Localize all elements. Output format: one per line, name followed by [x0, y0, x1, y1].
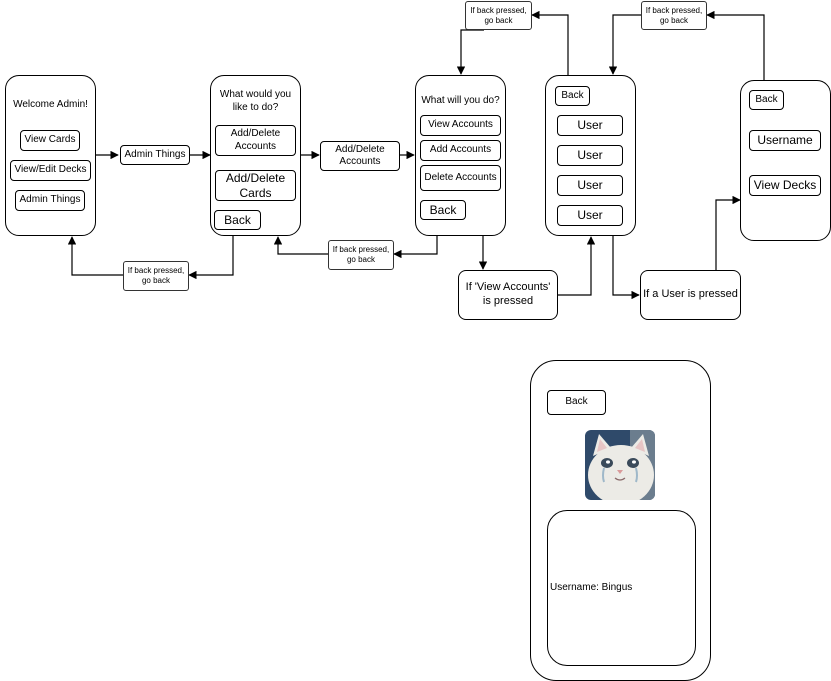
- arrow-user-list-to-user-condition: [612, 236, 640, 300]
- user-pressed-condition: If a User is pressed: [640, 270, 741, 320]
- delete-accounts-button[interactable]: Delete Accounts: [420, 165, 501, 191]
- welcome-title: Welcome Admin!: [13, 99, 88, 111]
- back-note-accounts: If back pressed, go back: [465, 1, 532, 30]
- back-note-welcome: If back pressed, go back: [123, 261, 189, 291]
- accounts-title: What will you do?: [421, 95, 500, 107]
- view-edit-decks-button[interactable]: View/Edit Decks: [10, 160, 91, 181]
- arrow-user-list-back-to-note: [531, 10, 569, 75]
- arrow-note-to-welcome: [67, 236, 123, 276]
- add-accounts-button[interactable]: Add Accounts: [420, 140, 501, 161]
- admin-things-button[interactable]: Admin Things: [15, 190, 85, 211]
- arrow-note-to-accounts: [456, 29, 484, 75]
- view-accounts-condition: If 'View Accounts' is pressed: [458, 270, 558, 320]
- arrow-detail-back-to-note: [706, 10, 765, 80]
- profile-back-button[interactable]: Back: [547, 390, 606, 415]
- arrow-user-condition-to-detail: [715, 195, 741, 270]
- user-button-2[interactable]: User: [557, 145, 623, 166]
- admin-back-button[interactable]: Back: [214, 210, 261, 230]
- user-detail-back-button[interactable]: Back: [749, 90, 784, 110]
- admin-things-transition: Admin Things: [120, 145, 190, 165]
- user-button-3[interactable]: User: [557, 175, 623, 196]
- view-decks-button[interactable]: View Decks: [749, 175, 821, 196]
- user-button-1[interactable]: User: [557, 115, 623, 136]
- profile-info-panel: [547, 510, 696, 666]
- profile-avatar-crying-cat: [585, 430, 655, 500]
- user-button-4[interactable]: User: [557, 205, 623, 226]
- arrow-view-condition-to-user-list: [558, 236, 596, 296]
- username-button[interactable]: Username: [749, 130, 821, 151]
- add-delete-accounts-transition: Add/Delete Accounts: [320, 141, 400, 171]
- arrow-note-to-user-list: [608, 14, 641, 75]
- profile-username-text: Username: Bingus: [550, 582, 633, 594]
- back-note-admin: If back pressed, go back: [328, 240, 394, 270]
- accounts-back-button[interactable]: Back: [420, 200, 466, 220]
- view-cards-button[interactable]: View Cards: [20, 130, 80, 151]
- back-note-user-list: If back pressed, go back: [641, 1, 707, 30]
- arrow-admin-back-to-note: [188, 236, 234, 280]
- view-accounts-button[interactable]: View Accounts: [420, 115, 501, 136]
- add-delete-accounts-button[interactable]: Add/Delete Accounts: [215, 125, 296, 156]
- admin-menu-title: What would you like to do?: [219, 88, 292, 114]
- add-delete-cards-button[interactable]: Add/Delete Cards: [215, 170, 296, 201]
- user-list-back-button[interactable]: Back: [555, 86, 590, 106]
- arrow-note-to-admin: [273, 236, 328, 255]
- arrow-accounts-back-to-note: [393, 236, 438, 259]
